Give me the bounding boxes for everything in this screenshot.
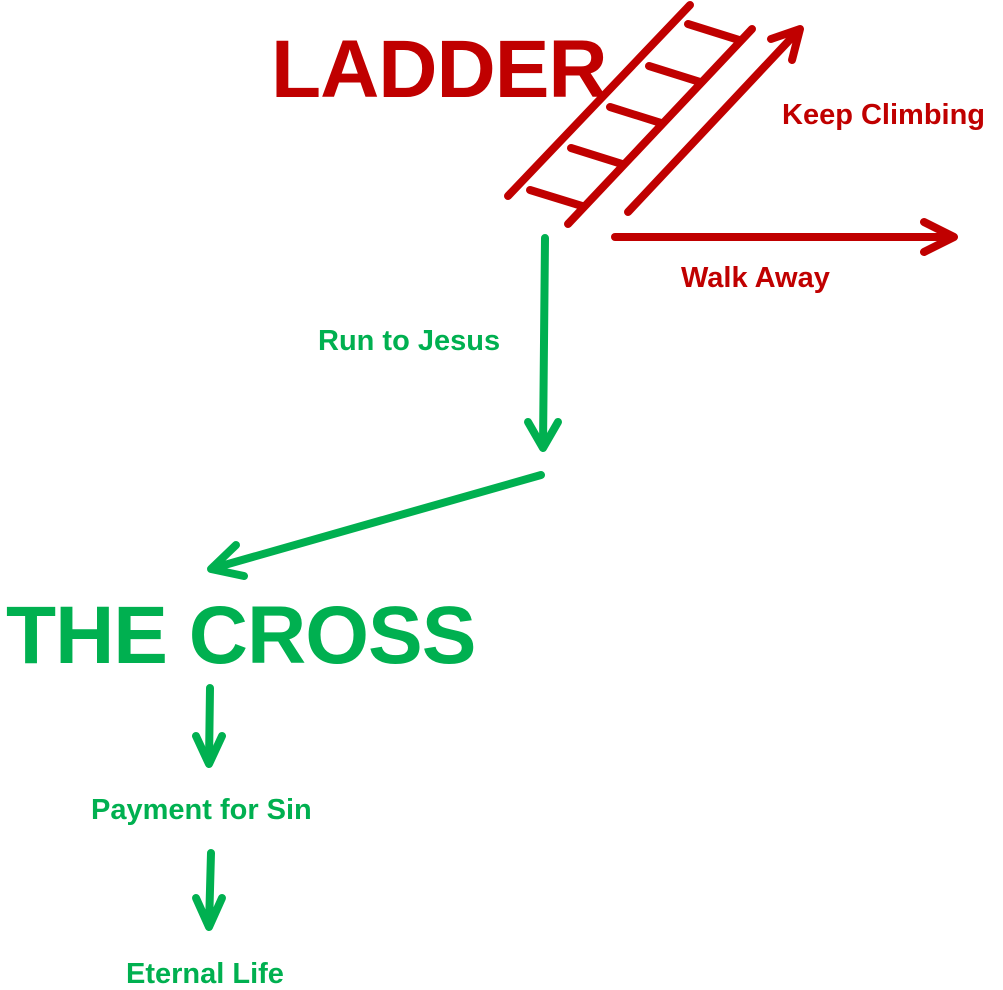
- arrowhead-icon: [207, 541, 248, 580]
- walk-away-label: Walk Away: [681, 262, 830, 294]
- arrowhead-icon: [920, 218, 958, 256]
- cross-to-payment-arrow: [192, 684, 226, 768]
- ladder-rung: [645, 62, 704, 86]
- payment-for-sin-label: Payment for Sin: [91, 794, 312, 826]
- arrowhead-icon: [524, 418, 562, 452]
- eternal-life-label: Eternal Life: [126, 958, 284, 990]
- ladder-left-rail: [504, 1, 694, 200]
- ladder-rung: [606, 103, 665, 127]
- arrowhead-icon: [767, 25, 804, 64]
- cross-title: THE CROSS: [6, 590, 476, 681]
- run-to-jesus-label: Run to Jesus: [318, 325, 501, 357]
- ladder-title: LADDER: [271, 24, 608, 115]
- run-to-jesus-arrow: [524, 234, 562, 452]
- keep-climbing-label: Keep Climbing: [782, 99, 986, 131]
- ladder-rung: [526, 186, 586, 210]
- arrowhead-icon: [192, 894, 226, 931]
- keep-climbing-arrow: [624, 25, 804, 216]
- ladder-icon: [504, 1, 756, 228]
- arrowhead-icon: [192, 732, 226, 768]
- walk-away-arrow: [611, 218, 958, 256]
- ladder-rung: [684, 20, 743, 44]
- to-cross-arrow: [207, 471, 545, 580]
- payment-to-life-arrow: [192, 849, 226, 931]
- ladder-rung: [567, 144, 626, 168]
